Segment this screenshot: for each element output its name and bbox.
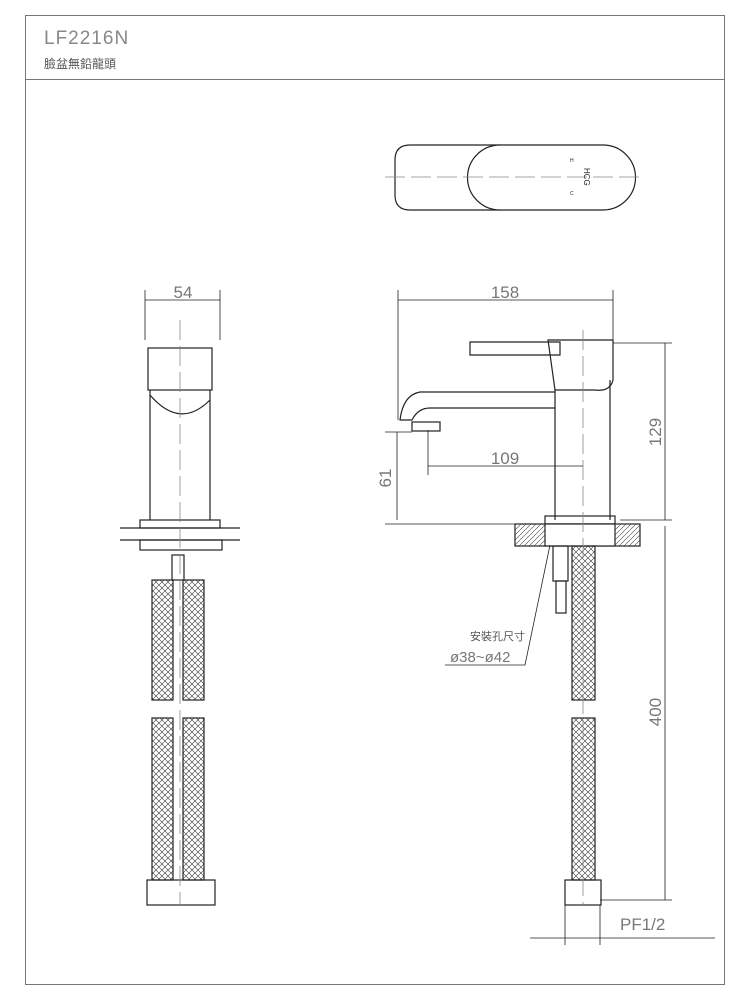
dim-connector: PF1/2 bbox=[620, 915, 665, 934]
title-block: LF2216N 臉盆無鉛龍頭 bbox=[26, 16, 724, 80]
annotation-value: ø38~ø42 bbox=[450, 649, 510, 666]
hot-mark: H bbox=[570, 158, 574, 164]
hcg-logo: HCG bbox=[582, 168, 591, 186]
dim-height: 129 bbox=[646, 418, 665, 446]
side-view bbox=[385, 290, 715, 945]
annotation-label: 安裝孔尺寸 bbox=[470, 629, 525, 643]
top-view bbox=[385, 144, 640, 211]
dim-front-width: 54 bbox=[174, 283, 193, 302]
dim-spout-reach: 109 bbox=[491, 449, 519, 468]
drawing-frame: LF2216N 臉盆無鉛龍頭 bbox=[25, 15, 725, 985]
dim-spout-height: 61 bbox=[376, 469, 395, 488]
dim-side-length: 158 bbox=[491, 283, 519, 302]
product-name: 臉盆無鉛龍頭 bbox=[44, 57, 117, 71]
cold-mark: C bbox=[570, 191, 574, 197]
dim-hose-length: 400 bbox=[646, 698, 665, 726]
front-view bbox=[120, 290, 240, 906]
model-number: LF2216N bbox=[44, 28, 130, 49]
